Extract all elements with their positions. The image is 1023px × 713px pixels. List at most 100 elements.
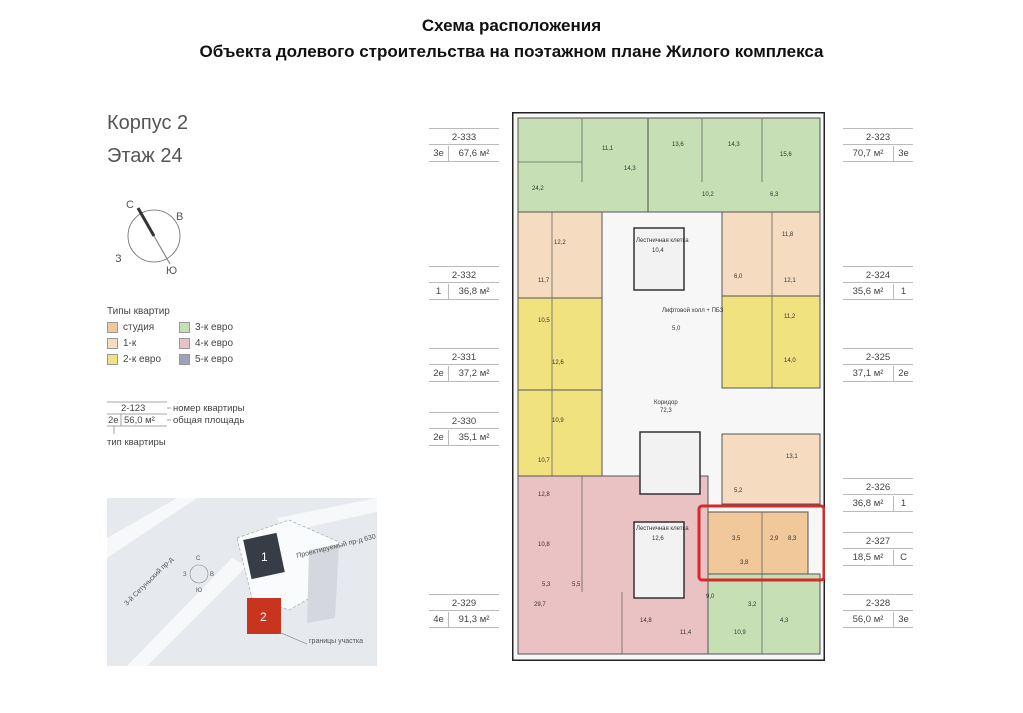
legend-item-studio: студия: [107, 322, 154, 333]
room-area: 12,2: [554, 240, 566, 246]
site-map: Проектируемый пр-д 630 3-й Сетуньский пр…: [107, 498, 377, 666]
compass-east: В: [176, 211, 183, 223]
room-area: 2,9: [770, 536, 779, 542]
key-label-type: тип квартиры: [107, 437, 166, 448]
apt-area: 70,7 м²: [852, 148, 884, 159]
room-area: 11,1: [602, 146, 614, 152]
apt-card-2-332[interactable]: 2-332 1 36,8 м²: [429, 266, 499, 300]
room-area: 14,3: [728, 142, 740, 148]
apt-2-327-area[interactable]: [707, 511, 809, 575]
apt-2-331-area[interactable]: [517, 297, 603, 391]
apt-card-2-329[interactable]: 2-329 4е 91,3 м²: [429, 594, 499, 628]
apt-area: 18,5 м²: [852, 552, 884, 563]
apt-card-2-324[interactable]: 2-324 1 35,6 м²: [843, 266, 913, 300]
legend-swatch: [179, 338, 190, 349]
apt-number: 2-333: [429, 130, 499, 145]
site-map-drawing: Проектируемый пр-д 630 3-й Сетуньский пр…: [107, 498, 377, 666]
key-label-number: номер квартиры: [173, 403, 245, 414]
room-area: 4,3: [780, 618, 789, 624]
room-area: 29,7: [534, 602, 546, 608]
room-area: 11,4: [680, 630, 692, 636]
room-area: 14,0: [784, 358, 796, 364]
room-area: 11,7: [538, 278, 550, 284]
apt-number: 2-325: [843, 350, 913, 365]
room-area: 14,8: [640, 618, 652, 624]
lift-area: 5,0: [672, 326, 681, 332]
legend-item-2k: 2-к евро: [107, 354, 161, 365]
apt-card-2-330[interactable]: 2-330 2е 35,1 м²: [429, 412, 499, 446]
apt-card-2-331[interactable]: 2-331 2е 37,2 м²: [429, 348, 499, 382]
room-area: 12,6: [552, 360, 564, 366]
apt-number: 2-326: [843, 480, 913, 495]
apt-2-326-area[interactable]: [721, 433, 821, 505]
room-area: 12,1: [784, 278, 796, 284]
apt-2-333-area[interactable]: [517, 117, 649, 213]
room-area: 5,5: [572, 582, 581, 588]
apt-type: 3е: [893, 612, 913, 627]
apt-2-323-area[interactable]: [647, 117, 821, 213]
room-area: 10,9: [734, 630, 746, 636]
room-area: 6,0: [734, 274, 743, 280]
stair-bottom-area: 12,6: [652, 536, 664, 542]
apt-number: 2-323: [843, 130, 913, 145]
apt-type: 1: [893, 496, 913, 511]
apt-area: 37,2 м²: [458, 368, 490, 379]
stair-top-area: 10,4: [652, 248, 664, 254]
lift-core: [639, 431, 701, 495]
site-compass-e: В: [210, 572, 214, 578]
legend-label: студия: [123, 322, 155, 333]
legend-swatch: [107, 338, 118, 349]
floor-label: Этаж 24: [107, 145, 183, 167]
apt-number: 2-328: [843, 596, 913, 611]
apt-card-2-333[interactable]: 2-333 3е 67,6 м²: [429, 128, 499, 162]
legend-label: 1-к: [123, 338, 137, 349]
key-sample-area: 56,0 м²: [124, 415, 155, 426]
site-building-1: 1: [261, 550, 268, 564]
page-subtitle: Объекта долевого строительства на поэтаж…: [199, 42, 824, 61]
apt-card-2-327[interactable]: 2-327 С 18,5 м²: [843, 532, 913, 566]
apt-type: 3е: [429, 146, 449, 161]
stair-bottom: [633, 521, 685, 599]
apt-area: 35,1 м²: [458, 432, 490, 443]
legend-item-4k: 4-к евро: [179, 338, 233, 349]
apt-type: 2е: [429, 366, 449, 381]
apt-number: 2-332: [429, 268, 499, 283]
compass-icon: С В З Ю: [116, 199, 183, 276]
room-area: 6,3: [770, 192, 779, 198]
apt-number: 2-327: [843, 534, 913, 549]
apt-card-2-325[interactable]: 2-325 2е 37,1 м²: [843, 348, 913, 382]
room-area: 8,3: [788, 536, 797, 542]
room-area: 10,8: [538, 542, 550, 548]
site-compass-s: Ю: [196, 588, 202, 594]
room-area: 15,6: [780, 152, 792, 158]
room-area: 3,2: [748, 602, 757, 608]
room-area: 9,0: [706, 594, 715, 600]
apt-2-324-area[interactable]: [721, 211, 821, 297]
legend-label: 3-к евро: [195, 322, 234, 333]
stair-top: [633, 227, 685, 291]
legend-swatch: [179, 354, 190, 365]
site-boundary-label: границы участка: [309, 638, 363, 645]
room-area: 13,1: [786, 454, 798, 460]
apt-2-330-area[interactable]: [517, 389, 603, 477]
apt-card-2-328[interactable]: 2-328 3е 56,0 м²: [843, 594, 913, 628]
apt-2-328-area[interactable]: [707, 573, 821, 655]
site-building-2: 2: [260, 610, 267, 624]
room-area: 14,3: [624, 166, 636, 172]
room-area: 10,9: [552, 418, 564, 424]
apt-area: 67,6 м²: [458, 148, 490, 159]
room-area: 24,2: [532, 186, 544, 192]
apt-number: 2-330: [429, 414, 499, 429]
legend-swatch: [107, 322, 118, 333]
apt-2-332-area[interactable]: [517, 211, 603, 299]
compass-north: С: [126, 199, 134, 211]
apt-card-2-323[interactable]: 2-323 3е 70,7 м²: [843, 128, 913, 162]
apt-card-2-326[interactable]: 2-326 1 36,8 м²: [843, 478, 913, 512]
room-area: 12,8: [538, 492, 550, 498]
room-area: 5,2: [734, 488, 743, 494]
apt-area: 36,8 м²: [458, 286, 490, 297]
corridor-area: 72,3: [660, 408, 672, 414]
apt-2-325-area[interactable]: [721, 295, 821, 389]
room-area: 11,8: [782, 232, 794, 238]
apt-type: 2е: [893, 366, 913, 381]
